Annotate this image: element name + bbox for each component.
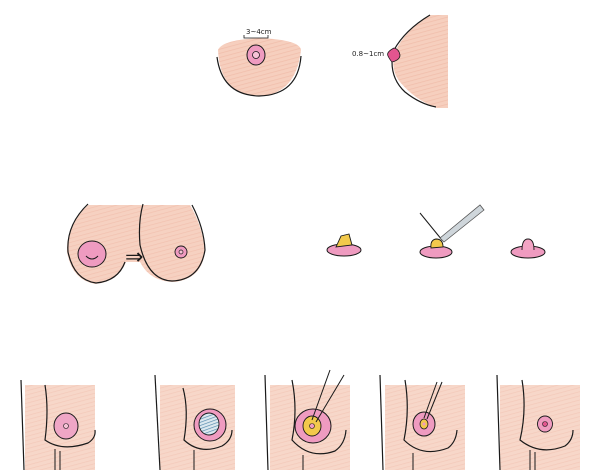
nipple-step-3 [510,238,546,259]
bottom-step-1 [20,379,96,471]
bottom-step-5 [496,374,580,471]
forceps-icon [439,204,485,243]
nipple-projection-label: 0.8~1cm [352,50,384,58]
nipple-step-2 [419,204,485,259]
bottom-step-4 [379,374,465,471]
nipple-step-1 [326,233,362,257]
side-view: 0.8~1cm [352,14,448,108]
arrow-icon: ⇒ [125,245,143,270]
before-after-comparison: ⇒ [66,203,206,284]
bottom-step-2 [154,374,235,471]
bottom-step-3 [264,369,350,471]
front-view: 3~4cm [216,28,302,97]
areola-size-label: 3~4cm [246,28,272,36]
